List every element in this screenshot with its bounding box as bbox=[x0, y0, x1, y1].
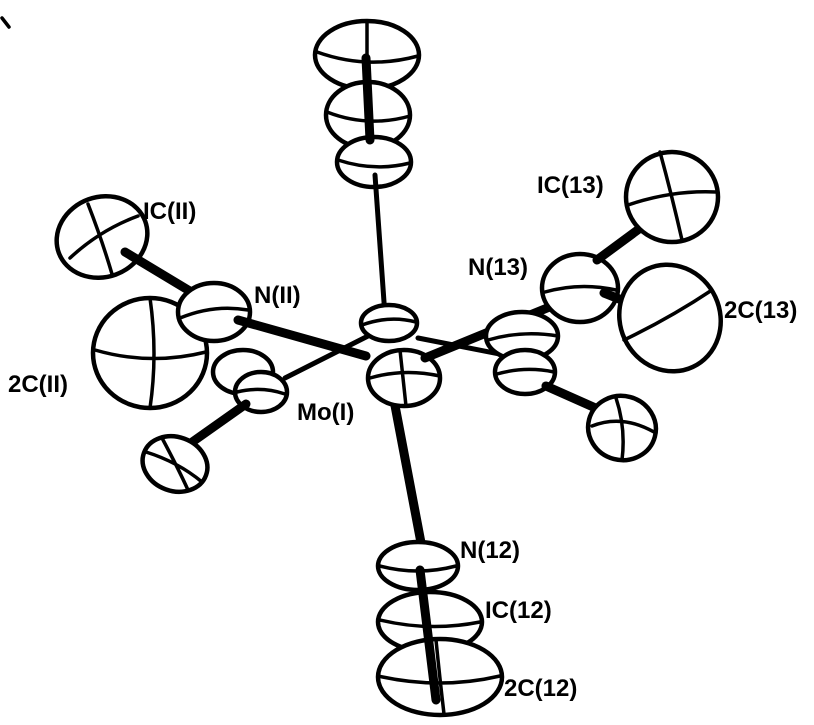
label-n13: N(13) bbox=[468, 254, 528, 281]
bond-mo-n12 bbox=[388, 390, 427, 553]
top-ellipsoid-lower-axes bbox=[336, 158, 412, 169]
ellipsoid-2c13 bbox=[617, 262, 723, 374]
mo-center bbox=[358, 302, 443, 409]
top-ligand bbox=[312, 18, 422, 190]
axes-2c12 bbox=[376, 638, 502, 716]
axes-mo bbox=[368, 348, 442, 408]
axes-right-c2 bbox=[495, 367, 556, 376]
left-ligand bbox=[54, 194, 375, 495]
bond-n12-c12 bbox=[415, 565, 441, 705]
bond-left-c2-mo bbox=[282, 331, 375, 381]
label-2c11: 2C(II) bbox=[8, 371, 68, 398]
top-stack-bond bbox=[361, 53, 375, 145]
axes-mo-upper bbox=[360, 317, 418, 327]
axes-left-c3 bbox=[144, 436, 204, 492]
label-1c11: IC(II) bbox=[143, 198, 196, 225]
label-n11: N(II) bbox=[254, 282, 301, 309]
corner-mark bbox=[0, 16, 11, 29]
axes-left-c2 bbox=[235, 387, 287, 396]
label-2c13: 2C(13) bbox=[724, 297, 797, 324]
axes-right-c1 bbox=[486, 332, 560, 342]
axes-1c13 bbox=[626, 150, 718, 242]
label-2c12: 2C(12) bbox=[504, 675, 577, 702]
bond-right-c2-c3 bbox=[541, 381, 605, 415]
axes-2c11 bbox=[93, 296, 208, 410]
axes-right-c3 bbox=[590, 396, 656, 462]
label-1c13: IC(13) bbox=[537, 172, 604, 199]
axes-2c13 bbox=[622, 288, 714, 342]
label-mo1: Mo(I) bbox=[297, 399, 354, 426]
ellipsoid-1c11 bbox=[54, 194, 150, 280]
axes-1c11 bbox=[68, 202, 140, 276]
bottom-ligand bbox=[375, 539, 505, 718]
ellipsoid-n11 bbox=[175, 280, 253, 344]
axes-n13 bbox=[543, 284, 618, 294]
bond-left-c2-c3 bbox=[183, 399, 251, 450]
label-1c12: IC(12) bbox=[485, 597, 552, 624]
axes-n11 bbox=[178, 306, 250, 320]
label-n12: N(12) bbox=[460, 537, 520, 564]
right-ligand bbox=[415, 149, 723, 463]
